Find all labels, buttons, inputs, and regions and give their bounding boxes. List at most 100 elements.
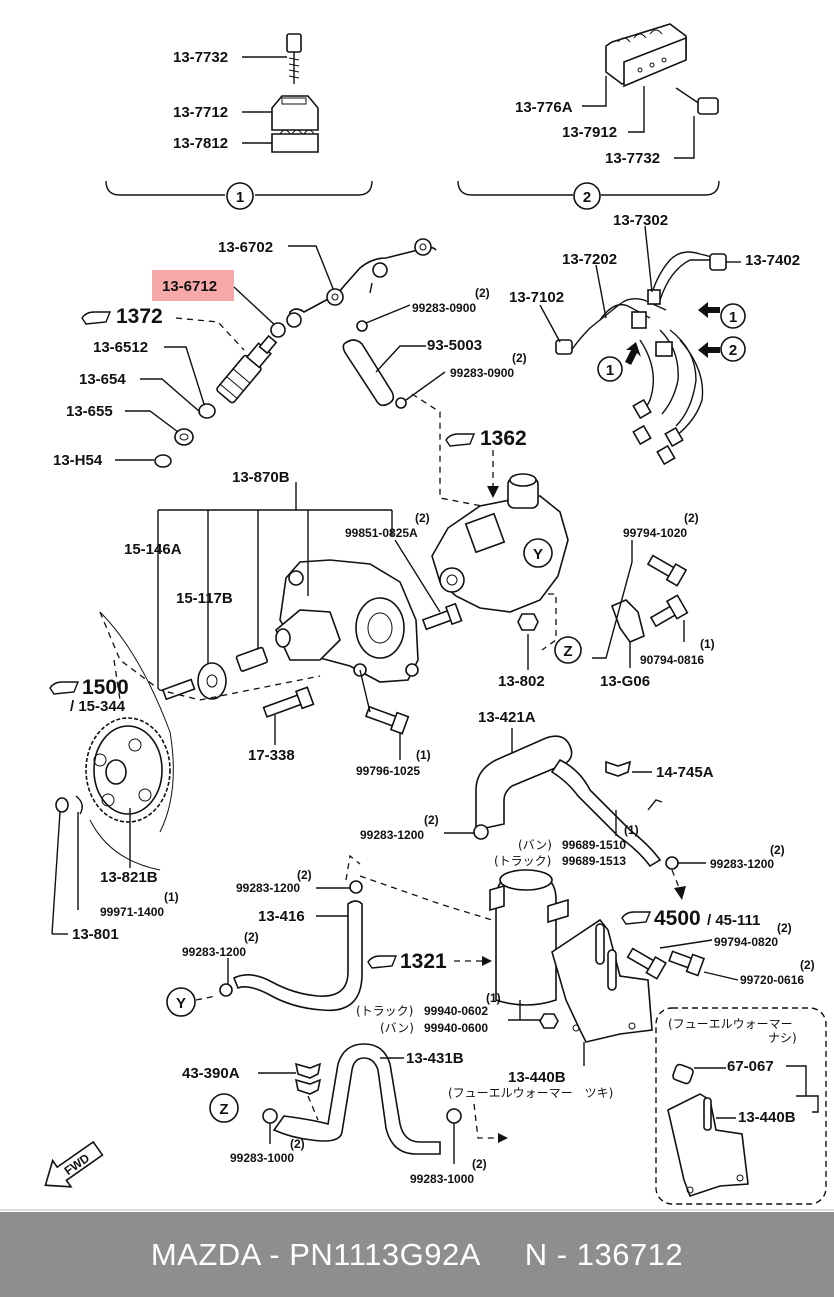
label-99283-1200-a: 99283-1200 xyxy=(360,828,424,842)
footer-gap xyxy=(479,1237,525,1272)
label-90794-0816: 90794-0816 xyxy=(640,653,704,667)
label-99971-1400: 99971-1400 xyxy=(100,905,164,919)
label-13-655: 13-655 xyxy=(66,403,113,420)
qty-99283-1000-a: (2) xyxy=(290,1137,305,1151)
qty-99283-1200-d: (2) xyxy=(244,930,259,944)
label-13-421A: 13-421A xyxy=(478,709,536,726)
label-15-146A: 15-146A xyxy=(124,541,182,558)
note-fuel-warmer-without-2: ナシ) xyxy=(768,1031,797,1045)
footer-text: MAZDA - PN1113G92A N - 136712 xyxy=(151,1237,683,1273)
timing-pulley: 1500 / 15-344 13-821B (1) 99971-1400 13-… xyxy=(49,611,179,943)
injection-pipes: 13-7302 13-7202 13-7402 13-7102 1 2 1 xyxy=(509,212,800,466)
circle-marker-1: 1 xyxy=(236,189,244,206)
label-99851-0825A: 99851-0825A xyxy=(345,526,418,540)
label-14-745A: 14-745A xyxy=(656,764,714,781)
label-99689-1513: 99689-1513 xyxy=(562,854,626,868)
label-99796-1025: 99796-1025 xyxy=(356,764,420,778)
label-99283-0900-b: 99283-0900 xyxy=(450,366,514,380)
footer-catalog-no: 136712 xyxy=(576,1236,684,1272)
clamp-group-1: 13-7732 13-7712 13-7812 1 xyxy=(105,33,373,210)
circle-marker-2b: 2 xyxy=(729,342,737,359)
footer-brand: MAZDA xyxy=(150,1236,261,1272)
parts-diagram: 13-7732 13-7712 13-7812 1 13-776A 13-791… xyxy=(0,23,834,1211)
variant-truck-99689-1513: (トラック) xyxy=(494,854,551,868)
label-13-801: 13-801 xyxy=(72,926,119,943)
circle-marker-z: Z xyxy=(563,643,572,660)
label-99940-0602: 99940-0602 xyxy=(424,1004,488,1018)
label-99283-1200-c: 99283-1200 xyxy=(236,881,300,895)
ref-1362: 1362 xyxy=(480,427,527,450)
label-13-870B: 13-870B xyxy=(232,469,290,486)
qty-99283-1200-c: (2) xyxy=(297,868,312,882)
qty-90794-0816: (1) xyxy=(700,637,715,651)
qty-99940-0602: (1) xyxy=(486,991,501,1005)
label-13-416: 13-416 xyxy=(258,908,305,925)
footer-sep2: - xyxy=(547,1236,577,1272)
qty-99794-0820: (2) xyxy=(777,921,792,935)
label-13-654: 13-654 xyxy=(79,371,126,388)
label-13-6712[interactable]: 13-6712 xyxy=(162,278,217,295)
label-13-7732-b: 13-7732 xyxy=(605,150,660,167)
label-13-440B: 13-440B xyxy=(508,1069,566,1086)
label-17-338: 17-338 xyxy=(248,747,295,764)
qty-99971-1400: (1) xyxy=(164,890,179,904)
variant-van-99689-1510: (バン) xyxy=(518,838,552,852)
qty-99689-1510: (1) xyxy=(624,823,639,837)
ref-1372: 1372 xyxy=(116,305,163,328)
g06-bracket: (2) 99794-1020 (1) 90794-0816 13-G06 xyxy=(592,511,715,690)
qty-99283-0900-b: (2) xyxy=(512,351,527,365)
label-13-802: 13-802 xyxy=(498,673,545,690)
label-93-5003: 93-5003 xyxy=(427,337,482,354)
footer-sep1: - xyxy=(260,1236,290,1272)
circle-marker-1c: 1 xyxy=(606,362,614,379)
footer-prefix: N xyxy=(524,1236,548,1272)
hose-13-416: (2) 99283-1200 13-416 Y (2) 99283-1200 xyxy=(166,868,363,1017)
label-99283-1200-b: 99283-1200 xyxy=(710,857,774,871)
qty-99720-0616: (2) xyxy=(800,958,815,972)
note-fuel-warmer-without-1: (フューエルウォーマー xyxy=(668,1017,793,1031)
circle-marker-y: Y xyxy=(533,546,543,563)
label-99720-0616: 99720-0616 xyxy=(740,973,804,987)
note-fuel-warmer-with: (フューエルウォーマー ツキ) xyxy=(448,1086,613,1100)
qty-99283-0900-a: (2) xyxy=(475,286,490,300)
label-99794-0820: 99794-0820 xyxy=(714,935,778,949)
label-13-G06: 13-G06 xyxy=(600,673,650,690)
label-13-H54: 13-H54 xyxy=(53,452,103,469)
qty-99796-1025: (1) xyxy=(416,748,431,762)
label-13-7102: 13-7102 xyxy=(509,289,564,306)
ref-15-344: / 15-344 xyxy=(70,698,126,715)
label-13-6702: 13-6702 xyxy=(218,239,273,256)
injector-group: 13-6712 13-6702 (2) 99283-0900 93-5003 (… xyxy=(53,238,527,469)
qty-99794-1020: (2) xyxy=(684,511,699,525)
label-43-390A: 43-390A xyxy=(182,1065,240,1082)
label-13-7912: 13-7912 xyxy=(562,124,617,141)
qty-99851-0825A: (2) xyxy=(415,511,430,525)
label-99283-1000-a: 99283-1000 xyxy=(230,1151,294,1165)
variant-van-99940-0600: (バン) xyxy=(380,1021,414,1035)
label-13-431B: 13-431B xyxy=(406,1050,464,1067)
fuel-filter-group: 13-421A 14-745A (2) 99283-1200 (1) (バン) … xyxy=(345,709,815,1086)
label-67-067: 67-067 xyxy=(727,1058,774,1075)
label-13-6512: 13-6512 xyxy=(93,339,148,356)
injection-pump: 1362 Y Z 13-802 xyxy=(411,393,582,690)
label-99940-0600: 99940-0600 xyxy=(424,1021,488,1035)
footer-part-number: PN1113G92A xyxy=(289,1236,480,1272)
label-13-7712: 13-7712 xyxy=(173,104,228,121)
label-13-821B: 13-821B xyxy=(100,869,158,886)
ref-45-111: / 45-111 xyxy=(707,912,760,929)
label-99794-1020: 99794-1020 xyxy=(623,526,687,540)
clamp-group-2: 13-776A 13-7912 13-7732 2 xyxy=(457,23,720,210)
qty-99283-1000-b: (2) xyxy=(472,1157,487,1171)
ref-1321: 1321 xyxy=(400,950,447,973)
variant-truck-99940-0602: (トラック) xyxy=(356,1004,413,1018)
label-13-7732: 13-7732 xyxy=(173,49,228,66)
footer-bar: MAZDA - PN1113G92A N - 136712 xyxy=(0,1212,834,1297)
label-13-440B-inset: 13-440B xyxy=(738,1109,796,1126)
highlight-13-6712 xyxy=(152,270,234,301)
circle-marker-z2: Z xyxy=(219,1101,228,1118)
pump-bracket: (2) 99851-0825A 13-870B 15-146A 15-117B … xyxy=(99,469,463,778)
qty-99283-1200-b: (2) xyxy=(770,843,785,857)
label-15-117B: 15-117B xyxy=(176,590,233,607)
circle-marker-1b: 1 xyxy=(729,309,737,326)
label-13-7812: 13-7812 xyxy=(173,135,228,152)
